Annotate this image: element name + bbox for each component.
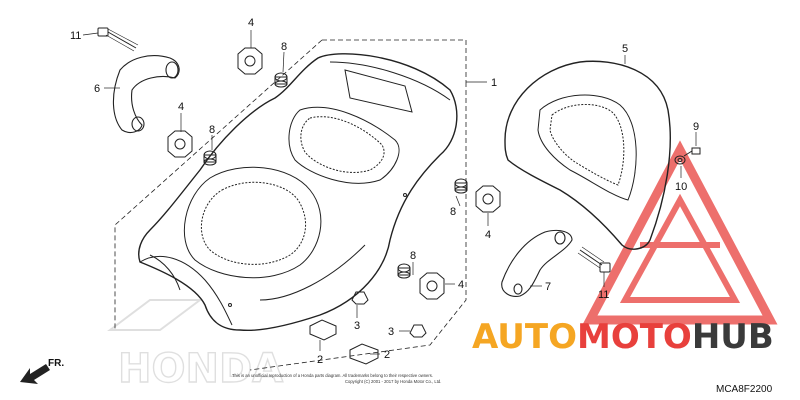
fine-print-line1: This is an unofficial reproduction of a … (232, 373, 433, 378)
callout-grommet-low: 8 (410, 250, 416, 262)
front-arrow-icon (20, 364, 50, 384)
callout-backrest: 5 (622, 43, 628, 55)
front-direction-indicator: FR. (20, 358, 64, 384)
backrest-stay (501, 229, 573, 297)
callout-bracket-left: 2 (317, 354, 323, 366)
callout-nut-low: 4 (458, 279, 464, 291)
callout-bolt-right: 11 (598, 289, 609, 301)
callout-grommet-top: 8 (281, 41, 287, 53)
clip-bracket-shapes (309, 291, 427, 365)
callout-bracket-right: 2 (384, 349, 390, 361)
clip-right-shape (409, 324, 427, 338)
callout-clip-right: 3 (388, 326, 394, 338)
callout-washer: 10 (675, 181, 687, 193)
grab-handle (112, 55, 180, 134)
diagram-code: MCA8F2200 (716, 384, 773, 395)
nut-left-shape (167, 130, 193, 158)
front-label: FR. (48, 358, 64, 369)
automotohub-watermark: AUTOMOTOHUB (472, 317, 774, 357)
svg-text:AUTOMOTOHUB: AUTOMOTOHUB (472, 317, 774, 357)
nut-top-shape (237, 47, 263, 75)
callout-screw: 9 (693, 121, 699, 133)
bolt-right-shape (577, 246, 611, 273)
honda-watermark: HONDA (107, 299, 284, 393)
seat-assembly-bracket (114, 39, 467, 371)
callout-bolt-left: 11 (70, 30, 81, 42)
seat-assembly (138, 53, 458, 332)
callout-clip-left: 3 (354, 320, 360, 332)
callout-seat: 1 (491, 77, 497, 89)
nut-shapes (167, 47, 501, 300)
screw-shape (683, 147, 701, 157)
leader-lines (82, 30, 697, 355)
grommet-top-shape (274, 72, 288, 88)
grommet-left-shape (203, 150, 217, 166)
clip-left-shape (351, 291, 369, 305)
screw-washer-shapes (674, 147, 701, 165)
nut-low-shape (419, 272, 445, 300)
callout-stay: 7 (545, 281, 551, 293)
watermark-part2: MOTO (577, 317, 692, 357)
grommet-low-shape (397, 263, 411, 279)
callout-nut-mid: 4 (485, 229, 491, 241)
bracket-left-shape (309, 319, 337, 341)
bracket-right-shape (349, 343, 379, 365)
callout-nut-left: 4 (178, 101, 184, 113)
backrest (504, 60, 671, 250)
grommet-mid-shape (454, 178, 468, 194)
nut-mid-shape (475, 185, 501, 213)
watermark-triangle (582, 140, 778, 325)
grommet-shapes (203, 72, 468, 279)
fine-print-line2: Copyright (C) 2001 - 2017 by Honda Motor… (345, 379, 441, 384)
bolt-left-shape (97, 27, 139, 52)
callout-labels: 11 4 8 1 5 6 4 8 9 10 8 4 8 4 7 11 3 3 2… (70, 17, 699, 366)
callout-grab-handle: 6 (94, 83, 100, 95)
watermark-part3: HUB (692, 317, 774, 357)
callout-nut-top: 4 (248, 17, 254, 29)
callout-grommet-left: 8 (209, 124, 215, 136)
watermark-part1: AUTO (472, 317, 577, 357)
washer-shape (674, 155, 686, 165)
fine-print: This is an unofficial reproduction of a … (232, 373, 441, 384)
callout-grommet-mid: 8 (450, 206, 456, 218)
